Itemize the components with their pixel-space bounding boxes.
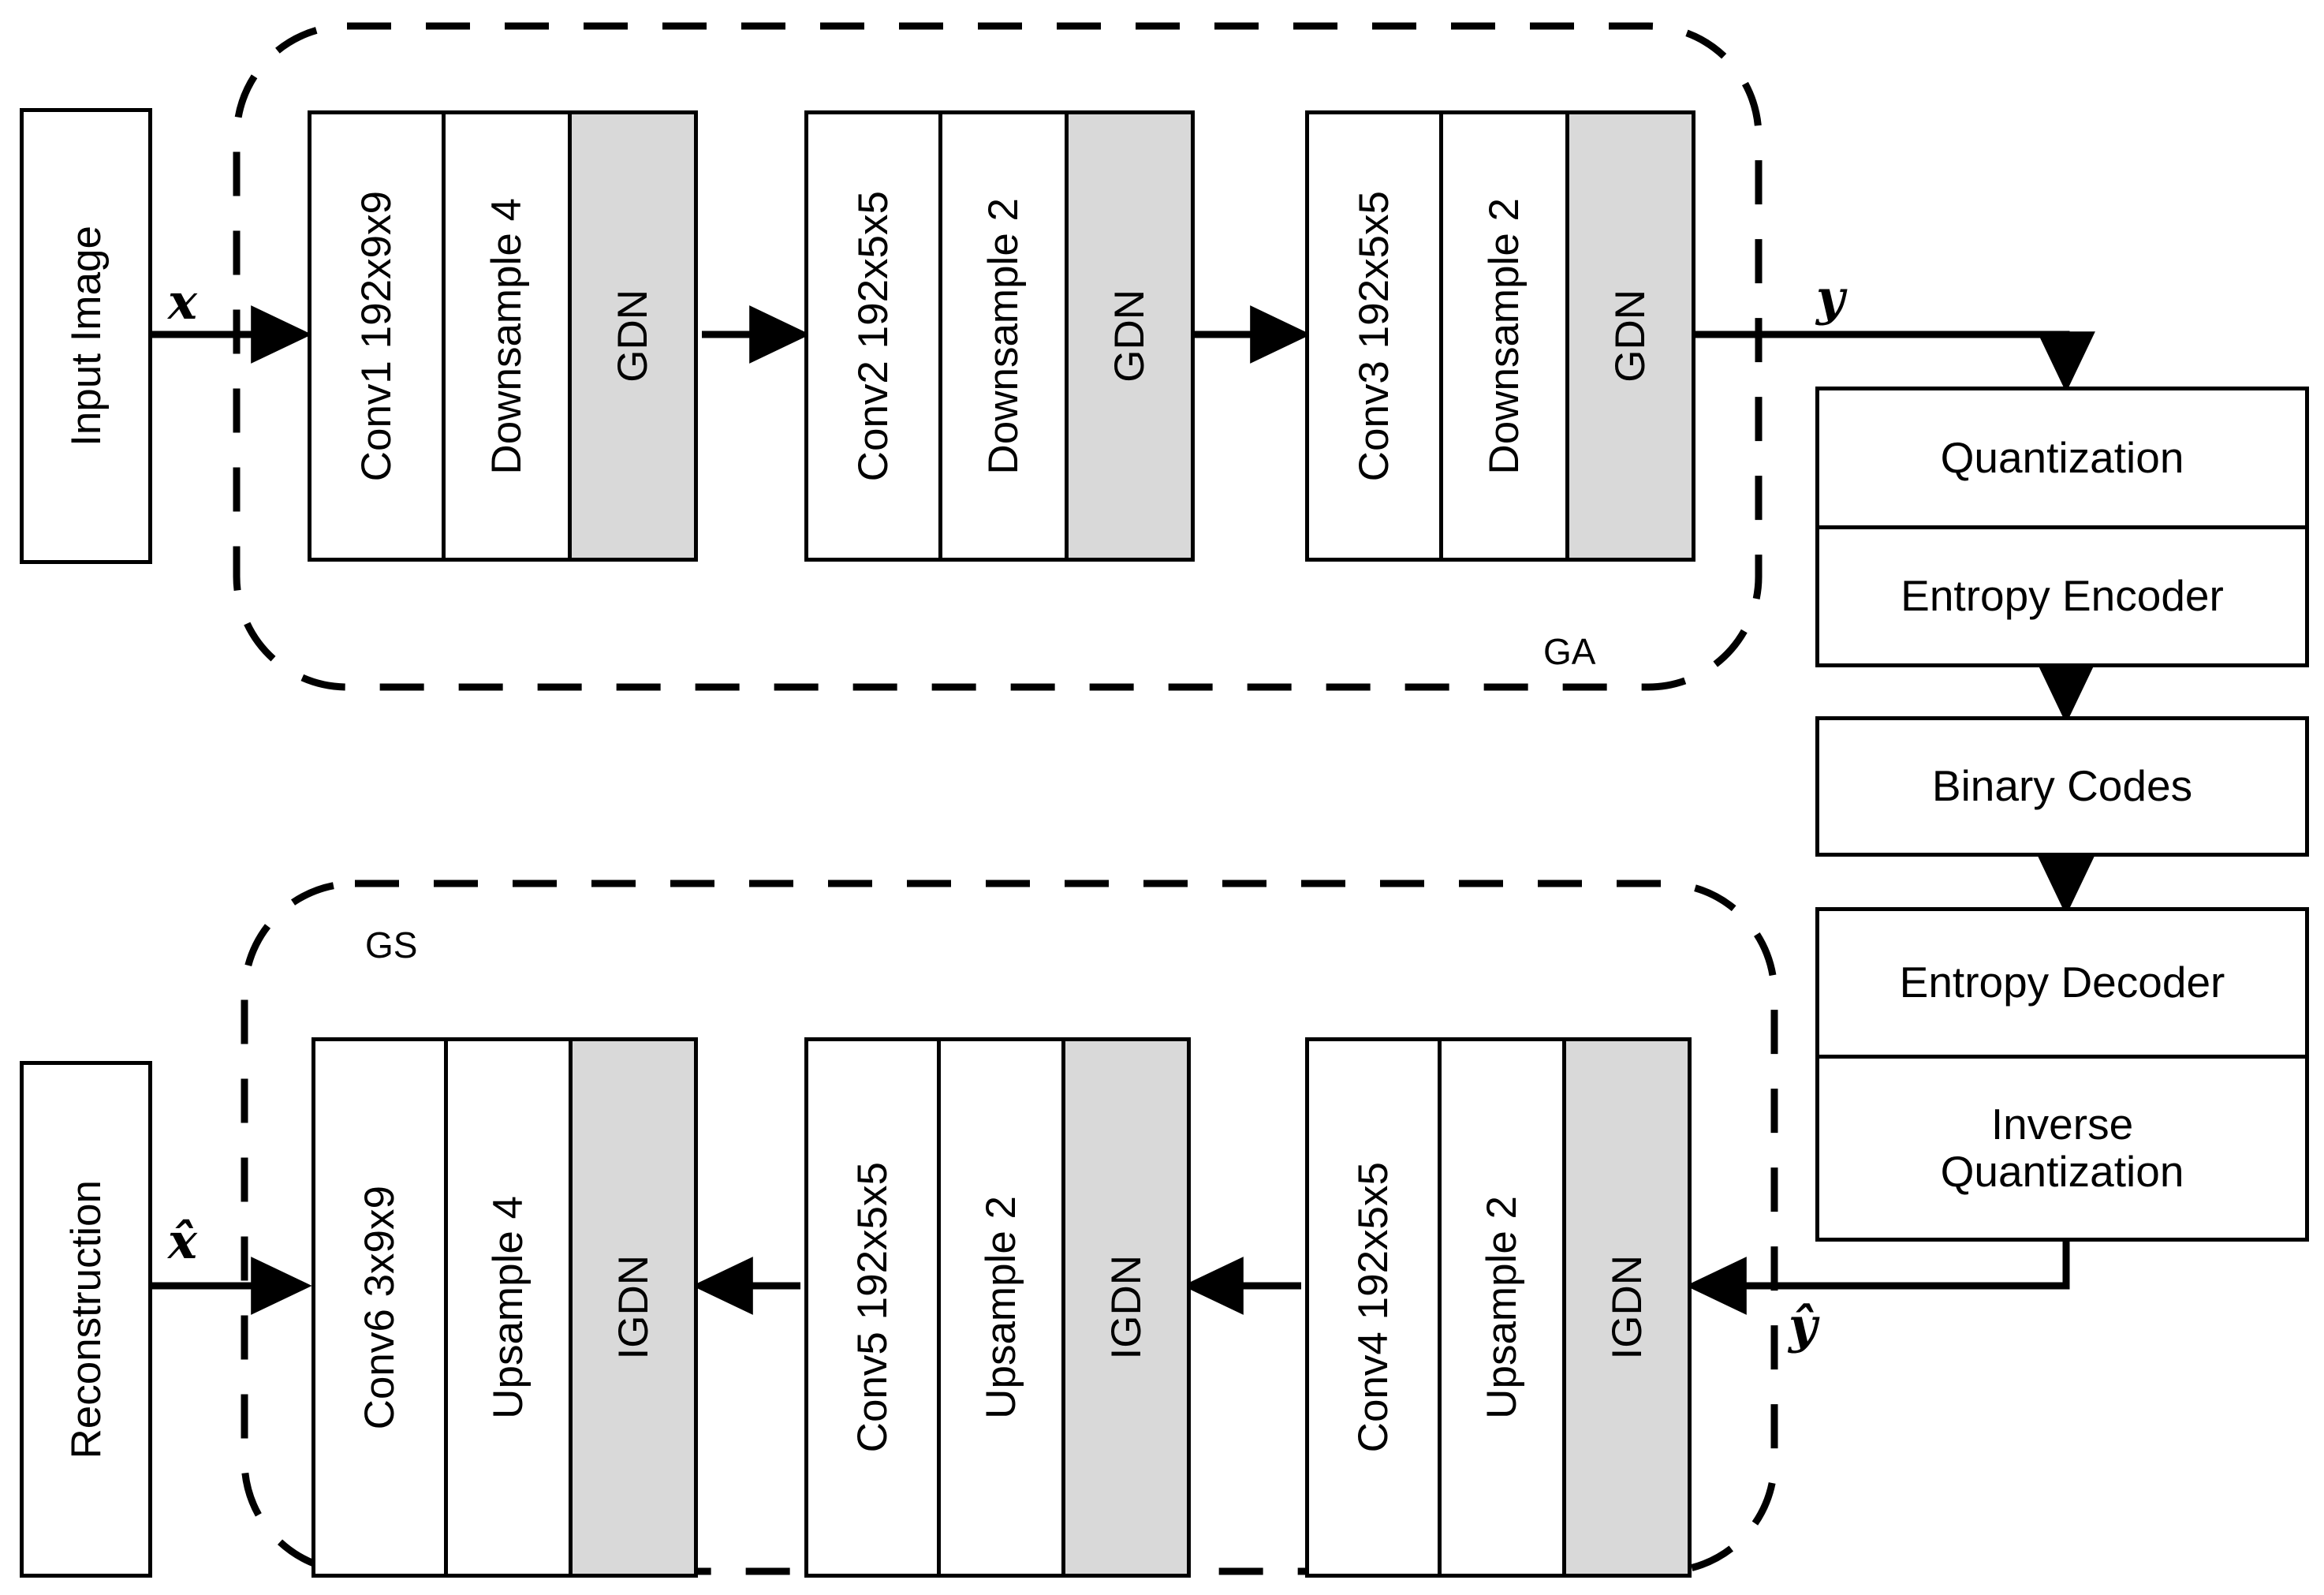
encoder-stage-1-conv-label: Conv1 192x9x9 [353,190,400,482]
signal-label-x-hat: x̂ [168,1212,197,1270]
encoder-stage-1-norm-label: GDN [610,289,656,383]
ga-group-label: GA [1543,631,1596,672]
decoder-stage-2-conv[interactable]: Conv5 192x5x5 [808,1041,937,1574]
encoder-stage-1-sample[interactable]: Downsample 4 [442,114,568,558]
reconstruction-label: Reconstruction [62,1179,110,1459]
decoder-stage-1-conv-label: Conv6 3x9x9 [356,1185,403,1430]
input-image-label: Input Image [62,226,110,446]
encoder-stage-3-conv-label: Conv3 192x5x5 [1351,190,1397,482]
decoder-stage-1-norm[interactable]: IGDN [569,1041,694,1574]
binary-codes-label: Binary Codes [1931,761,2193,811]
decoder-stage-3-sample-label: Upsample 2 [1479,1196,1525,1419]
binary-codes-row[interactable]: Binary Codes [1819,720,2305,853]
decoder-stage-3-conv[interactable]: Conv4 192x5x5 [1309,1041,1438,1574]
decoder-stage-1-conv[interactable]: Conv6 3x9x9 [315,1041,444,1574]
decoder-stage-1[interactable]: Conv6 3x9x9 Upsample 4 IGDN [311,1037,698,1578]
input-image-box[interactable]: Input Image [20,108,152,564]
encoder-stage-1[interactable]: Conv1 192x9x9 Downsample 4 GDN [308,110,698,562]
arrow-yhat-to-conv4 [1685,1240,2070,1315]
entropy-encoder-row[interactable]: Entropy Encoder [1819,525,2305,664]
encoder-stage-2-conv[interactable]: Conv2 192x5x5 [808,114,938,558]
encoder-stage-1-sample-label: Downsample 4 [483,197,530,475]
encoder-stage-2-sample[interactable]: Downsample 2 [938,114,1065,558]
decoder-stage-2[interactable]: Conv5 192x5x5 Upsample 2 IGDN [804,1037,1191,1578]
decoder-stage-1-norm-label: IGDN [610,1255,657,1360]
decoder-stage-1-sample[interactable]: Upsample 4 [444,1041,569,1574]
quantization-label: Quantization [1940,432,2184,482]
entropy-decoder-row[interactable]: Entropy Decoder [1819,911,2305,1055]
quantization-row[interactable]: Quantization [1819,390,2305,525]
entropy-decoder-label: Entropy Decoder [1899,958,2225,1007]
reconstruction-box[interactable]: Reconstruction [20,1061,152,1578]
codec-block-binary-codes[interactable]: Binary Codes [1815,716,2309,857]
gs-group-label: GS [365,925,418,966]
decoder-stage-3[interactable]: Conv4 192x5x5 Upsample 2 IGDN [1305,1037,1692,1578]
encoder-stage-2-conv-label: Conv2 192x5x5 [850,190,897,482]
arrow-y-to-quantization [1689,331,2095,393]
encoder-stage-2[interactable]: Conv2 192x5x5 Downsample 2 GDN [804,110,1195,562]
encoder-stage-3-sample[interactable]: Downsample 2 [1439,114,1565,558]
encoder-stage-3-sample-label: Downsample 2 [1481,197,1528,475]
decoder-stage-2-sample[interactable]: Upsample 2 [937,1041,1061,1574]
decoder-stage-2-conv-label: Conv5 192x5x5 [849,1162,896,1453]
decoder-stage-2-norm[interactable]: IGDN [1061,1041,1187,1574]
decoder-stage-2-norm-label: IGDN [1102,1255,1150,1360]
decoder-stage-2-sample-label: Upsample 2 [978,1196,1024,1419]
decoder-stage-1-sample-label: Upsample 4 [485,1196,532,1419]
codec-block-encode[interactable]: Quantization Entropy Encoder [1815,387,2309,667]
encoder-stage-3[interactable]: Conv3 192x5x5 Downsample 2 GDN [1305,110,1695,562]
decoder-stage-3-norm[interactable]: IGDN [1562,1041,1688,1574]
decoder-stage-3-norm-label: IGDN [1603,1255,1651,1360]
encoder-stage-2-norm-label: GDN [1106,289,1153,383]
encoder-stage-2-sample-label: Downsample 2 [980,197,1027,475]
signal-label-x: x [168,273,197,331]
inverse-quantization-row[interactable]: Inverse Quantization [1819,1055,2305,1238]
encoder-stage-2-norm[interactable]: GDN [1065,114,1191,558]
encoder-stage-3-norm-label: GDN [1607,289,1654,383]
codec-block-decode[interactable]: Entropy Decoder Inverse Quantization [1815,907,2309,1242]
entropy-encoder-label: Entropy Encoder [1901,571,2224,621]
encoder-stage-3-norm[interactable]: GDN [1565,114,1692,558]
inverse-quantization-label: Inverse Quantization [1940,1100,2184,1196]
decoder-stage-3-sample[interactable]: Upsample 2 [1438,1041,1562,1574]
encoder-stage-3-conv[interactable]: Conv3 192x5x5 [1309,114,1439,558]
signal-label-y-hat: ŷ [1789,1297,1818,1354]
signal-label-y: y [1816,269,1845,327]
encoder-stage-1-norm[interactable]: GDN [568,114,694,558]
encoder-stage-1-conv[interactable]: Conv1 192x9x9 [311,114,442,558]
decoder-stage-3-conv-label: Conv4 192x5x5 [1350,1162,1397,1453]
